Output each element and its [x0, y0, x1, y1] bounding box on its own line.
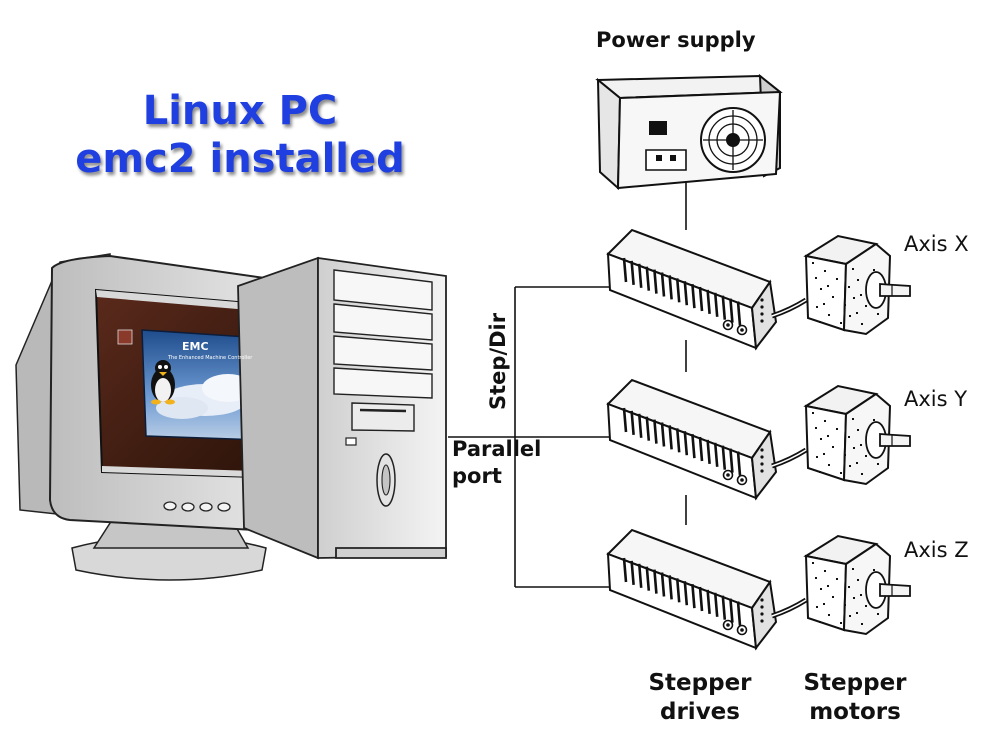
power-led — [345, 437, 357, 446]
stepper-drives-label-1: Stepper — [648, 670, 752, 696]
port-label: port — [452, 464, 502, 488]
tux-penguin-icon — [151, 360, 175, 405]
stepper-drive-x — [606, 228, 778, 351]
screen-subtitle: The Enhanced Machine Controller — [168, 355, 253, 361]
axis-z-label: Axis Z — [904, 538, 969, 562]
stepper-drives — [606, 228, 778, 651]
stepper-drive-z — [606, 528, 778, 651]
stepper-motors — [771, 234, 911, 636]
drive-bay-2 — [333, 303, 433, 341]
title-line-1: Linux PC — [142, 88, 338, 134]
stepper-motors-label-2: motors — [809, 699, 901, 725]
psu-switch — [649, 121, 667, 135]
stepper-drives-label-2: drives — [660, 699, 740, 725]
floppy-drive — [351, 402, 415, 432]
power-supply — [595, 73, 783, 191]
power-supply-label: Power supply — [596, 28, 756, 52]
psu-socket — [645, 149, 687, 171]
axis-x-label: Axis X — [904, 232, 969, 256]
screen-logo: EMC — [182, 340, 209, 353]
parallel-label: Parallel — [452, 437, 542, 461]
stepper-motors-label-1: Stepper — [803, 670, 907, 696]
stepper-motor-x — [771, 234, 911, 336]
pc-tower — [237, 256, 447, 560]
drive-bay-3 — [333, 335, 433, 371]
axis-y-label: Axis Y — [904, 387, 968, 411]
title-line-2: emc2 installed — [75, 136, 405, 182]
psu-fan-icon — [700, 107, 766, 173]
stepper-motor-z — [771, 534, 911, 636]
stepper-drive-y — [606, 378, 778, 501]
desktop-icon — [117, 329, 133, 345]
wiring — [448, 180, 687, 588]
drive-bay-4 — [333, 367, 433, 399]
drive-bay-1 — [333, 269, 433, 311]
step-dir-label: Step/Dir — [486, 312, 510, 410]
stepper-motor-y — [771, 384, 911, 486]
